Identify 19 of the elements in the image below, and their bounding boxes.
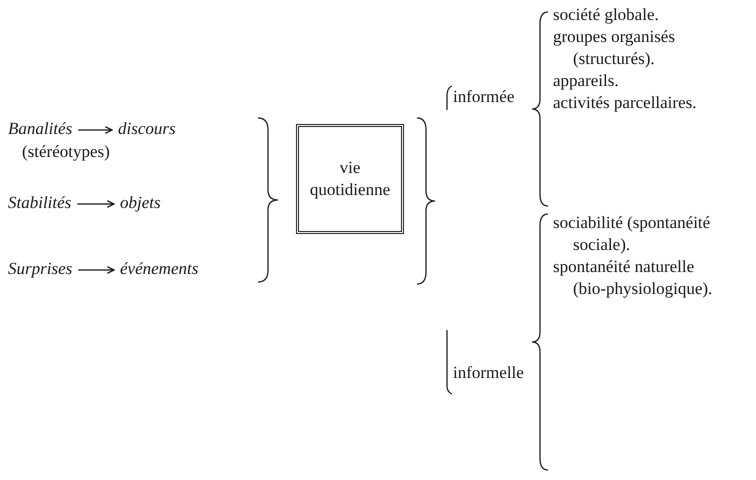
concept-box: vie quotidienne <box>296 124 404 234</box>
category-label: informelle <box>453 362 524 384</box>
arrow <box>77 200 115 208</box>
term-text: objets <box>120 192 161 214</box>
note-text: (stéréotypes) <box>22 141 110 163</box>
list-item: sociabilité (spontanéité sociale). <box>553 212 712 256</box>
term-text: Surprises <box>8 258 72 280</box>
term-text: événements <box>120 258 198 280</box>
list-item: groupes organisés (structurés). <box>553 26 676 70</box>
list-item: appareils. <box>553 70 620 92</box>
list-item: activités parcellaires. <box>553 92 698 114</box>
term-text: Banalités <box>8 118 72 140</box>
term-text: Stabilités <box>8 192 72 214</box>
list-item: société globale. <box>553 4 660 26</box>
category-label: informée <box>453 86 514 108</box>
term-text: discours <box>118 118 176 140</box>
arrow <box>78 126 113 134</box>
arrow <box>78 266 115 274</box>
list-item: spontanéité naturelle (bio-physiologique). <box>553 256 713 300</box>
